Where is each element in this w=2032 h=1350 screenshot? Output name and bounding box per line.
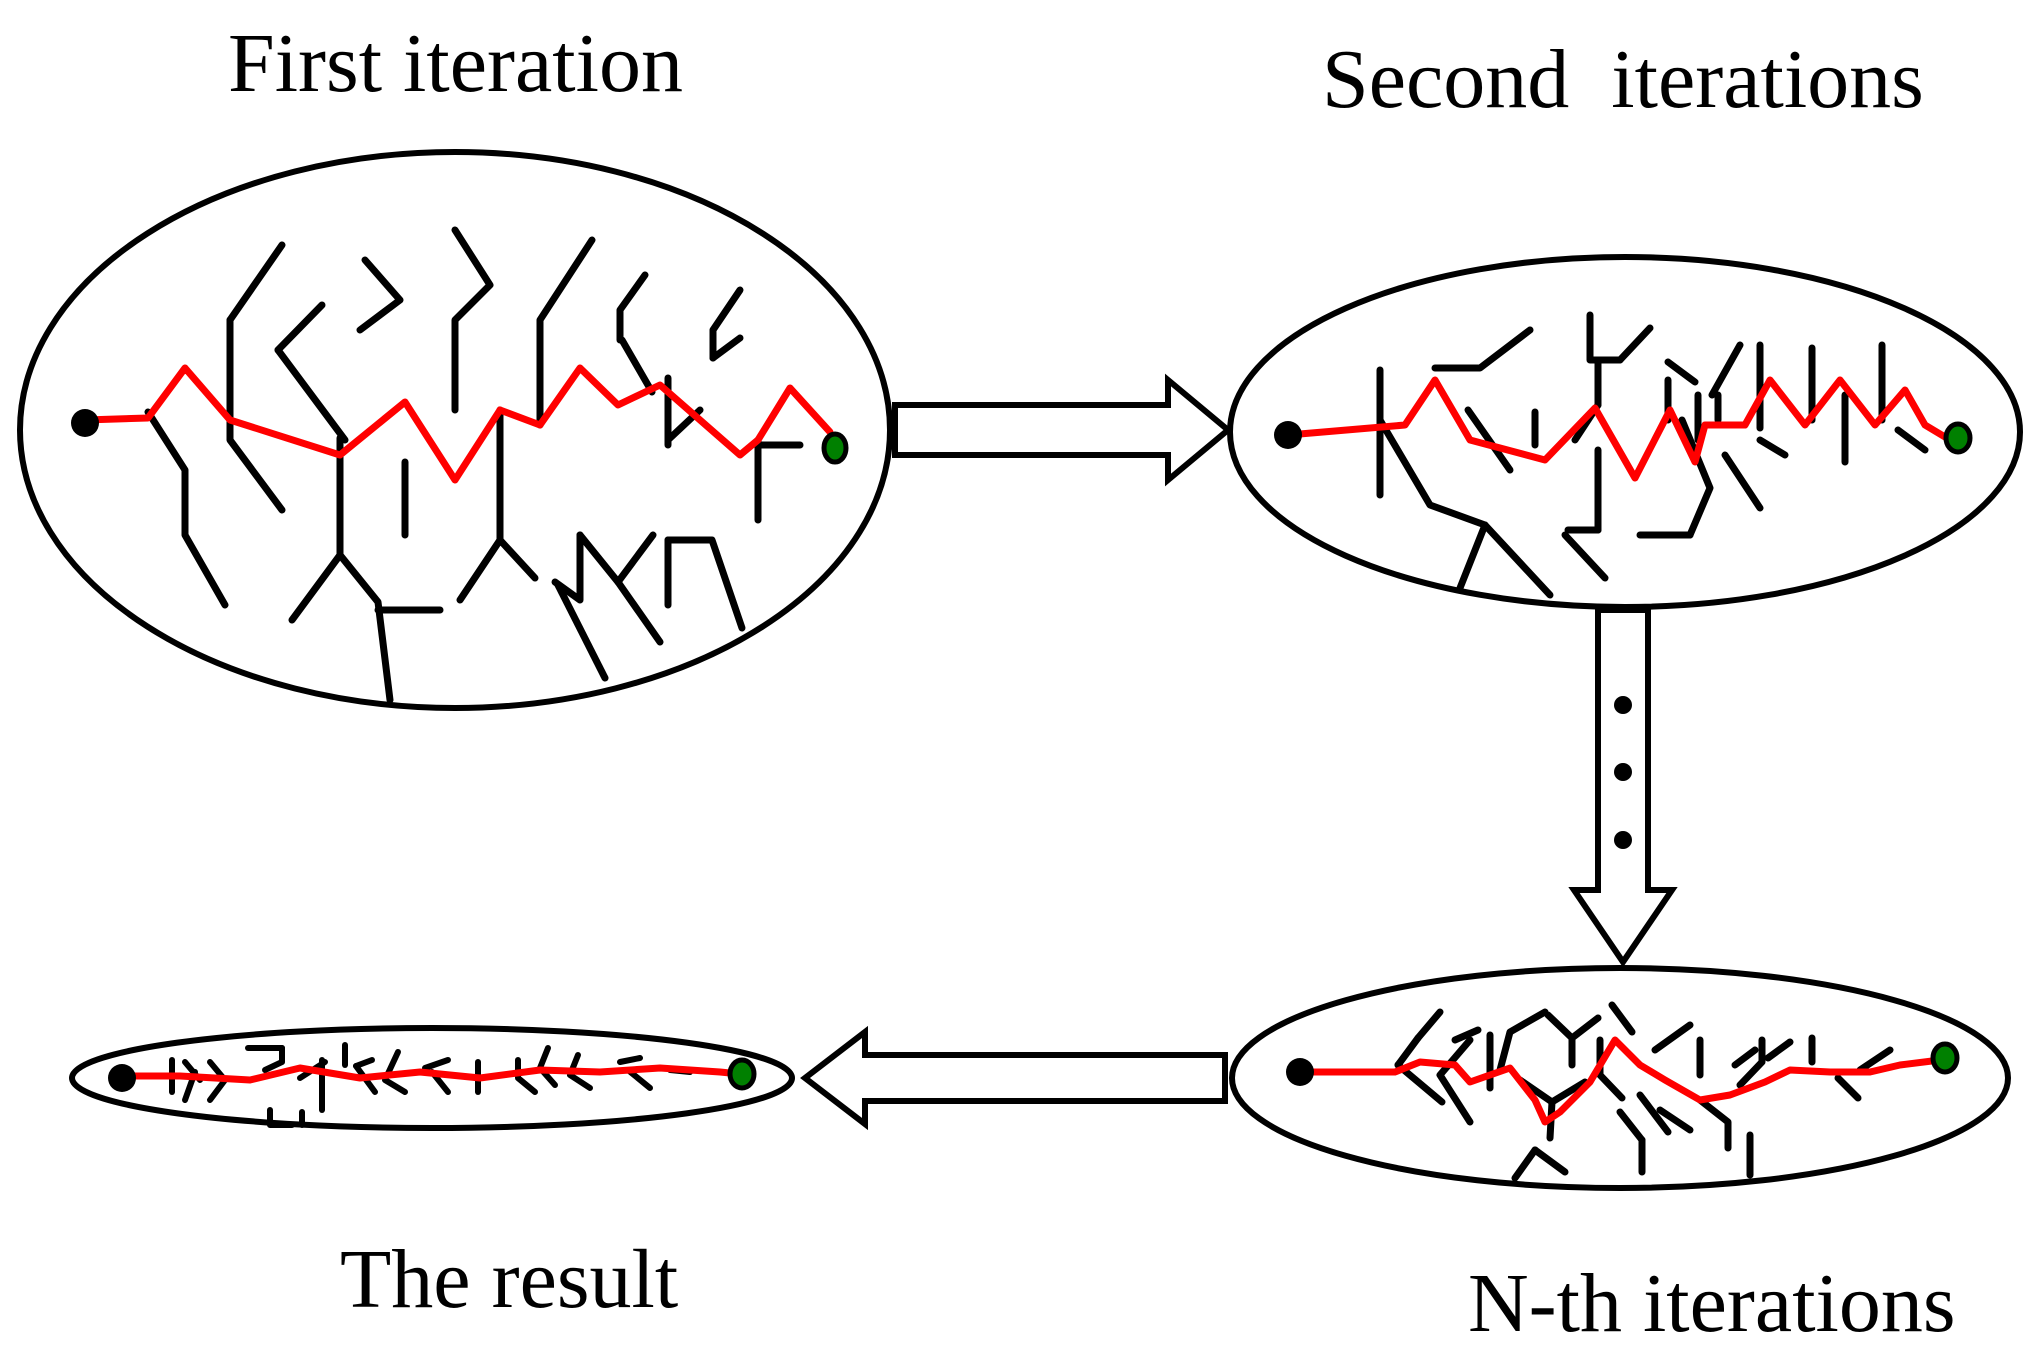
nth-iteration-tree-branches bbox=[1394, 1001, 1894, 1182]
ellipsis-dots bbox=[1614, 696, 1632, 849]
hollow-arrow-icon-nth-to-result bbox=[800, 1025, 1228, 1131]
hollow-arrow-icon-first-to-second bbox=[892, 373, 1233, 487]
nth-iteration-path bbox=[1296, 1036, 1944, 1126]
first-iteration-panel bbox=[17, 149, 893, 711]
first-iteration-path bbox=[81, 364, 834, 484]
second-iteration-path bbox=[1284, 376, 1954, 482]
first-iteration-tree-branches bbox=[144, 226, 804, 704]
result-goal-node-icon bbox=[727, 1057, 757, 1091]
hollow-arrow-icon-second-to-nth bbox=[1568, 607, 1678, 968]
first-iteration-start-node-icon bbox=[71, 409, 99, 437]
first-iteration-goal-node-icon bbox=[821, 431, 849, 465]
second-iteration-panel bbox=[1227, 254, 2023, 610]
first-iteration-ellipse bbox=[17, 149, 893, 711]
first-iteration-label: First iteration bbox=[228, 17, 683, 110]
second-iteration-start-node-icon bbox=[1274, 421, 1302, 449]
result-tree-branches bbox=[169, 1042, 693, 1128]
nth-iteration-goal-node-icon bbox=[1930, 1041, 1960, 1075]
result-panel bbox=[69, 1025, 795, 1131]
result-label: The result bbox=[340, 1233, 679, 1326]
nth-iteration-panel bbox=[1229, 965, 2011, 1191]
result-start-node-icon bbox=[108, 1064, 136, 1092]
nth-iteration-ellipse bbox=[1229, 965, 2011, 1191]
second-iteration-label: Second iterations bbox=[1322, 33, 1924, 126]
second-iteration-tree-branches bbox=[1376, 311, 1929, 599]
nth-iteration-start-node-icon bbox=[1286, 1058, 1314, 1086]
second-iteration-goal-node-icon bbox=[1943, 421, 1973, 455]
result-path bbox=[118, 1064, 744, 1084]
nth-iteration-label: N-th iterations bbox=[1468, 1257, 1956, 1350]
result-ellipse bbox=[69, 1025, 795, 1131]
